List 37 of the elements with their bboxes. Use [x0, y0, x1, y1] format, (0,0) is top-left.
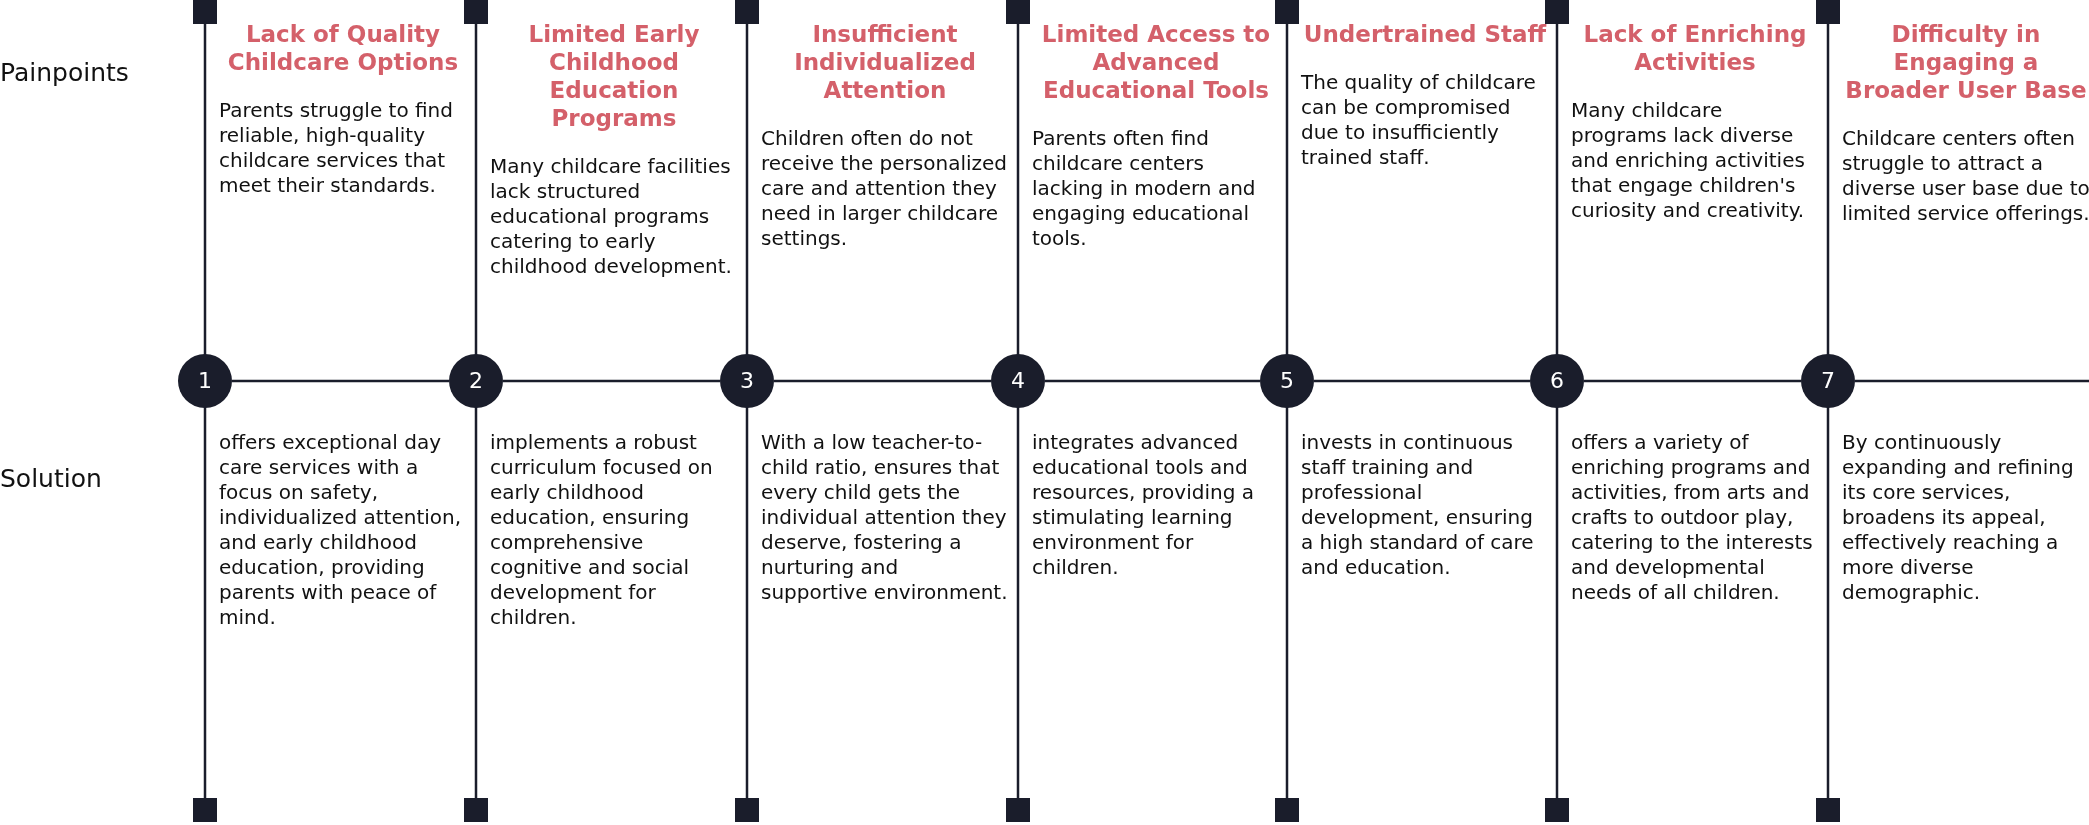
solution-description: integrates advanced educational tools and resources, providing a stimulating learning environment for children. [1032, 430, 1255, 580]
painpoint-heading: Lack of Enriching Activities [1582, 20, 1808, 76]
step-number-circle: 5 [1260, 354, 1314, 408]
solution-description: With a low teacher-to-child ratio, ensures that every child gets the individual attention they deserve, fostering a nurturing and supportive environment. [761, 430, 1009, 605]
painpoint-description: Children often do not receive the personalized care and attention they need in larger childcare settings. [761, 126, 1009, 251]
timeline-connector [1045, 379, 1260, 383]
painpoint-description: Many childcare facilities lack structured educational programs catering to early childhood development. [490, 154, 733, 279]
painpoint-description: Childcare centers often struggle to attract a diverse user base due to limited service offerings. [1842, 126, 2089, 226]
painpoint-description: Many childcare programs lack diverse and enriching activities that engage children's curiosity and creativity. [1571, 98, 1806, 223]
timeline-connector [1855, 379, 2089, 383]
row-label: Painpoints [0, 58, 129, 87]
solution-description: implements a robust curriculum focused on early childhood education, ensuring comprehensive cognitive and social development for children. [490, 430, 714, 630]
painpoint-description: The quality of childcare can be compromised due to insufficiently trained staff. [1301, 70, 1537, 170]
timeline-connector [1314, 379, 1530, 383]
step-number-circle: 1 [178, 354, 232, 408]
solution-description: offers a variety of enriching programs and activities, from arts and crafts to outdoor play, catering to the interests and developmental needs of all children. [1571, 430, 1814, 605]
timeline-connector [232, 379, 449, 383]
timeline-connector [774, 379, 991, 383]
solution-description: offers exceptional day care services with a focus on safety, individualized attention, and early childhood education, providing parents with peace of mind. [219, 430, 463, 630]
painpoint-description: Parents often find childcare centers lacking in modern and engaging educational tools. [1032, 126, 1257, 251]
step-number-circle: 3 [720, 354, 774, 408]
solution-description: By continuously expanding and refining its core services, broadens its appeal, effectively reaching a more diverse demographic. [1842, 430, 2075, 605]
painpoint-heading: Lack of Quality Childcare Options [226, 20, 460, 76]
painpoint-heading: Insufficient Individualized Attention [793, 20, 977, 104]
step-number-circle: 7 [1801, 354, 1855, 408]
row-label: Solution [0, 464, 102, 493]
painpoint-heading: Difficulty in Engaging a Broader User Base [1844, 20, 2088, 104]
painpoint-heading: Limited Access to Advanced Educational Tools [1040, 20, 1272, 104]
painpoint-description: Parents struggle to find reliable, high-quality childcare services that meet their standards. [219, 98, 454, 198]
step-number-circle: 6 [1530, 354, 1584, 408]
painpoint-heading: Undertrained Staff [1302, 20, 1548, 48]
painpoint-heading: Limited Early Childhood Education Programs [527, 20, 701, 132]
timeline-connector [1584, 379, 1801, 383]
step-number-circle: 2 [449, 354, 503, 408]
solution-description: invests in continuous staff training and professional development, ensuring a high standard of care and education. [1301, 430, 1535, 580]
step-number-circle: 4 [991, 354, 1045, 408]
timeline-connector [503, 379, 720, 383]
